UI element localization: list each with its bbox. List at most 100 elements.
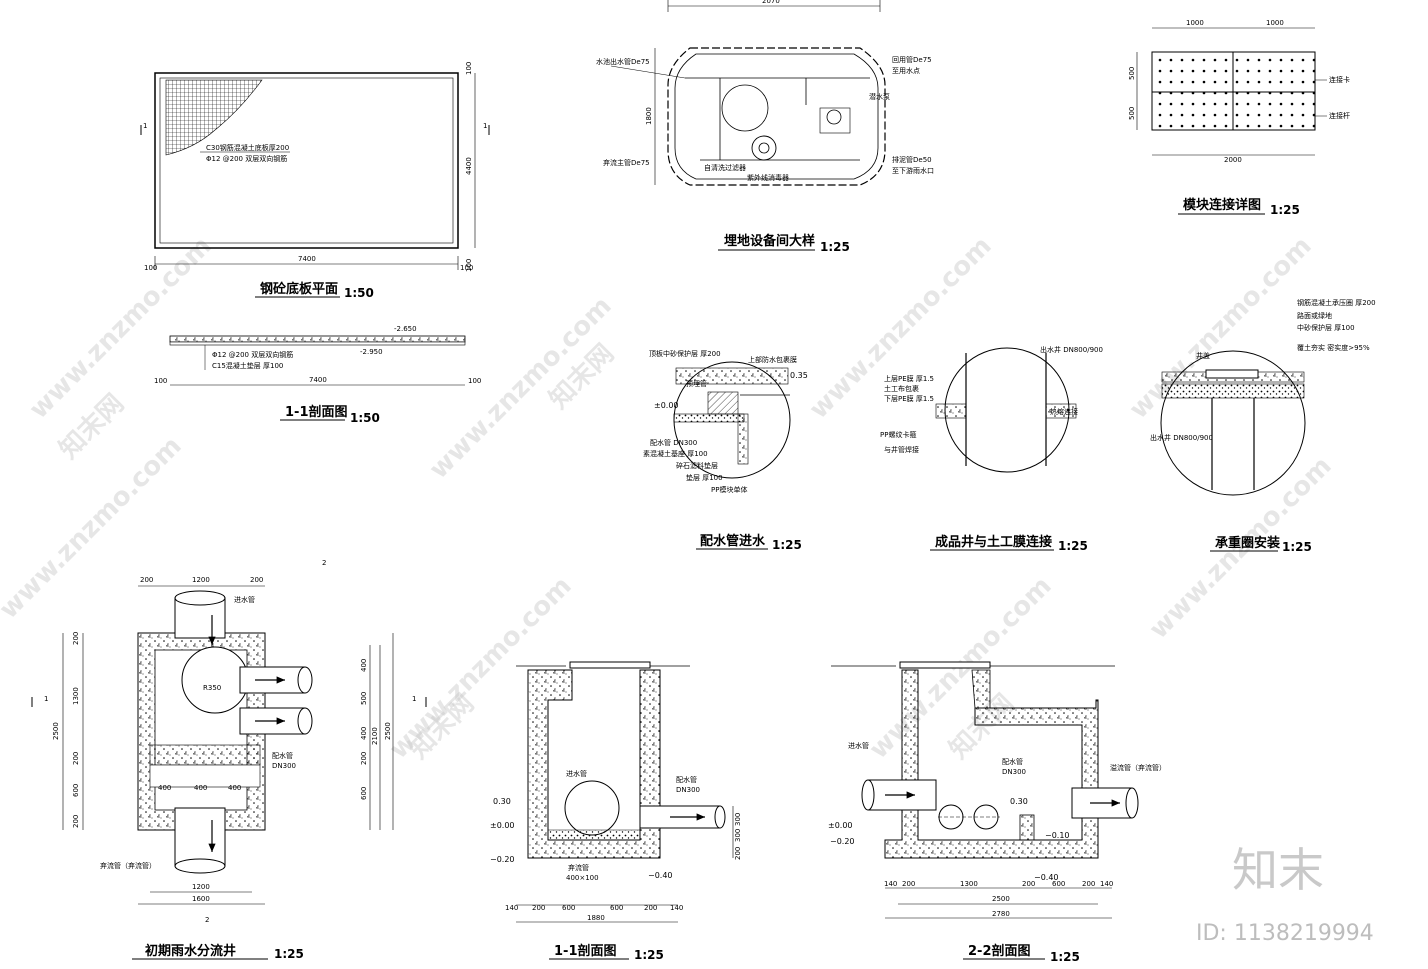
- dim-400: 400: [360, 727, 368, 740]
- dim-100: 100: [465, 62, 473, 75]
- dim-200: 200: [140, 576, 153, 584]
- label-dn: DN300: [1002, 768, 1026, 776]
- slab-note-1: C30钢筋混凝土底板厚200: [206, 143, 289, 152]
- label-dn: DN300: [676, 786, 700, 794]
- dim-1000: 1000: [1186, 19, 1204, 27]
- watermark-text: www.znzmo.com: [24, 231, 218, 425]
- scale-diversion: 1:25: [274, 947, 304, 961]
- title-section-22: 2-2剖面图: [968, 943, 1031, 959]
- dim-2500: 2500: [52, 722, 60, 740]
- level-020: −0.20: [490, 855, 515, 864]
- dim-1300: 1300: [960, 880, 978, 888]
- level-030: 0.30: [1010, 797, 1028, 806]
- diversion-well-plan: R350 进水管 配水管 DN300 弃流管（弃流管） 200 1200 200…: [31, 559, 427, 961]
- dim-1200: 1200: [192, 576, 210, 584]
- scale-slab-section: 1:50: [350, 411, 380, 425]
- slab-note-2: Φ12 @200 双层双向钢筋: [206, 154, 287, 163]
- dim-400: 400: [194, 784, 207, 792]
- equipment-room: 2070 水池出水管De75 回用管De75 至用水点 潜水泵 弃流主管De75…: [596, 0, 934, 254]
- label-return: 回用管De75: [892, 55, 932, 64]
- level-020: −0.20: [830, 837, 855, 846]
- label-dist: 配水管: [676, 775, 697, 784]
- level-0: ±0.00: [654, 401, 679, 410]
- cut-mark: 1: [412, 695, 416, 703]
- dim-100: 100: [465, 259, 473, 272]
- dim-7400: 7400: [298, 255, 316, 263]
- level-030: 0.30: [493, 797, 511, 806]
- label-cushion: 垫层 厚100: [686, 473, 723, 482]
- level-bottom: -2.950: [360, 348, 383, 356]
- dim-100: 100: [144, 264, 157, 272]
- dim-100: 100: [468, 377, 481, 385]
- dim-200: 200: [734, 847, 742, 860]
- dim-2500: 2500: [992, 895, 1010, 903]
- brand-block: 知末 ID: 1138219994: [1196, 843, 1374, 946]
- label-mid: 土工布包裹: [884, 384, 919, 393]
- dim-200: 200: [360, 752, 368, 765]
- dim-600: 600: [1052, 880, 1065, 888]
- brand-logo: 知末: [1232, 843, 1324, 897]
- label-bar: 连接杆: [1329, 111, 1350, 120]
- label-radius: R350: [203, 684, 221, 692]
- label-uv: 紫外线消毒器: [747, 173, 789, 182]
- dim-140: 140: [670, 904, 683, 912]
- level-1: 0.35: [790, 371, 808, 380]
- dim-2000: 2000: [1224, 156, 1242, 164]
- label-inlet: 进水管: [848, 741, 869, 750]
- dim-400: 400: [158, 784, 171, 792]
- label-dist: 配水管 DN300: [650, 438, 697, 447]
- label-drain: 排泥管De50: [892, 155, 932, 164]
- label-fill: 弃流管: [568, 863, 589, 872]
- cut-mark: 1: [44, 695, 48, 703]
- slab-sec-note-2: C15混凝土垫层 厚100: [212, 361, 283, 370]
- label-inlet: 弃流主管De75: [603, 158, 650, 167]
- label-concrete: 素混凝土基座 厚100: [643, 449, 708, 458]
- dim-200: 200: [250, 576, 263, 584]
- label-conn: 热熔连接: [1050, 407, 1078, 416]
- dim-1600: 1600: [192, 895, 210, 903]
- dim-200: 200: [532, 904, 545, 912]
- dim-300: 300: [734, 829, 742, 842]
- dim-200: 200: [72, 632, 80, 645]
- title-water-inlet: 配水管进水: [700, 533, 766, 549]
- dim-400: 400: [360, 659, 368, 672]
- dim-500: 500: [360, 692, 368, 705]
- title-module: 模块连接详图: [1183, 197, 1261, 213]
- label-clip: 连接卡: [1329, 75, 1350, 84]
- dim-2100: 2100: [371, 727, 379, 745]
- level-040: −0.40: [1034, 873, 1059, 882]
- label-overflow: 溢流管（弃流管）: [1110, 763, 1166, 772]
- label-membrane: PP模块单体: [711, 485, 747, 494]
- label-cover: 上部防水包裹膜: [748, 355, 797, 364]
- label-inlet: 进水管: [566, 769, 587, 778]
- title-slab-plan: 钢砼底板平面: [260, 281, 338, 297]
- dim-7400: 7400: [309, 376, 327, 384]
- dim-200: 200: [72, 752, 80, 765]
- label-well: 出水井 DN800/900: [1150, 433, 1213, 442]
- title-section-11: 1-1剖面图: [554, 943, 617, 959]
- scale-section-22: 1:25: [1050, 950, 1080, 964]
- level-010: −0.10: [1045, 831, 1070, 840]
- label-sand: 中砂保护层 厚100: [1297, 323, 1355, 332]
- label-seal: 与井管焊接: [884, 445, 919, 454]
- dim-1300: 1300: [72, 687, 80, 705]
- dim-1000: 1000: [1266, 19, 1284, 27]
- dim-200: 200: [72, 815, 80, 828]
- scale-water-inlet: 1:25: [772, 538, 802, 552]
- label-fill2: 400×100: [566, 874, 599, 882]
- label-clamp: PP螺纹卡箍: [880, 430, 916, 439]
- slab-sec-note-1: Φ12 @200 双层双向钢筋: [212, 350, 293, 359]
- water-inlet-detail: 顶板中砂保护层 厚200 上部防水包裹膜 预埋管 ±0.00 0.35 配水管 …: [643, 349, 808, 552]
- scale-well-membrane: 1:25: [1058, 539, 1088, 553]
- label-cover: 井盖: [1196, 351, 1210, 360]
- label-pump: 潜水泵: [869, 92, 890, 101]
- level-040: −0.40: [648, 871, 673, 880]
- scale-module: 1:25: [1270, 203, 1300, 217]
- title-slab-section: 1-1剖面图: [285, 404, 348, 420]
- bearing-ring-detail: 钢筋混凝土承压圈 厚200 路面或绿地 中砂保护层 厚100 井盖 覆土夯实 密…: [1150, 298, 1376, 554]
- dim-600: 600: [610, 904, 623, 912]
- title-well-membrane: 成品井与土工膜连接: [935, 534, 1052, 550]
- well-membrane-detail: 出水井 DN800/900 上层PE膜 厚1.5 土工布包裹 下层PE膜 厚1.…: [880, 345, 1103, 553]
- dim-300: 300: [734, 813, 742, 826]
